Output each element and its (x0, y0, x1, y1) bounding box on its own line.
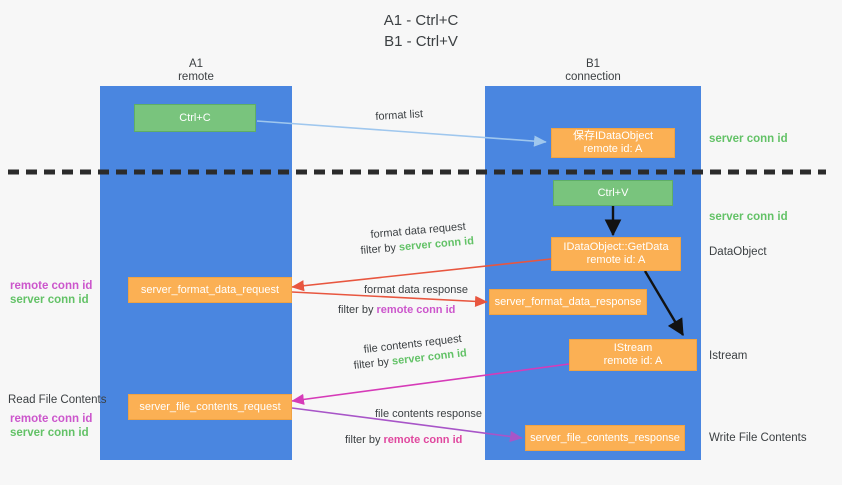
lane-header-a1-name: A1 (188, 58, 204, 70)
lane-header-a1-subtitle: remote (178, 71, 214, 83)
arrow-file-contents-request (291, 363, 570, 405)
diagram-title: A1 - Ctrl+C B1 - Ctrl+V (383, 12, 459, 50)
filter-prefix: filter by (338, 304, 377, 316)
right-label-server-conn-id-1: server conn id (709, 133, 788, 145)
box-ctrl-v[interactable]: Ctrl+V (553, 180, 673, 206)
arrow-format-data-request (291, 258, 552, 292)
left-label-remote-conn-id-2: remote conn id (10, 413, 93, 425)
edge-label-file-contents-response-filter: filter by remote conn id (345, 433, 462, 448)
edge-label-format-data-response-filter: filter by remote conn id (338, 303, 455, 318)
arrow-getdata-to-istream (643, 270, 685, 337)
filter-value-remote-conn-id: remote conn id (376, 304, 456, 316)
left-label-read-file-contents: Read File Contents (8, 394, 107, 406)
arrow-format-data-response (291, 291, 488, 307)
right-label-istream: Istream (709, 350, 748, 362)
lane-header-b1-name: B1 (585, 58, 601, 70)
arrow-format-list (256, 120, 547, 147)
box-server-format-data-request-label: server_format_data_request (140, 283, 280, 296)
edge-label-format-data-response: format data response (364, 284, 468, 296)
box-getdata[interactable]: IDataObject::GetData remote id: A (551, 237, 681, 271)
box-server-file-contents-request[interactable]: server_file_contents_request (128, 394, 292, 420)
box-save-idataobject[interactable]: 保存IDataObject remote id: A (551, 128, 675, 158)
box-getdata-line1: IDataObject::GetData (563, 241, 669, 253)
left-label-conn-ids-1: remote conn id server conn id (10, 279, 92, 307)
arrow-file-contents-response (291, 407, 523, 443)
box-server-format-data-request[interactable]: server_format_data_request (128, 277, 292, 303)
box-istream-line2: remote id: A (603, 355, 663, 367)
box-getdata-line2: remote id: A (586, 254, 646, 266)
box-server-file-contents-response[interactable]: server_file_contents_response (525, 425, 685, 451)
filter-prefix: filter by (353, 355, 393, 372)
box-server-format-data-response-label: server_format_data_response (494, 295, 642, 308)
right-label-server-conn-id-2: server conn id (709, 211, 788, 223)
box-save-idataobject-line2: remote id: A (583, 143, 643, 155)
left-label-server-conn-id-2: server conn id (10, 427, 89, 439)
lane-header-b1: B1 connection (485, 58, 701, 84)
right-label-dataobject: DataObject (709, 246, 767, 258)
right-label-write-file-contents: Write File Contents (709, 432, 807, 444)
lane-header-b1-subtitle: connection (565, 71, 621, 83)
edge-label-format-list: format list (375, 108, 424, 123)
left-label-remote-conn-id-1: remote conn id (10, 280, 93, 292)
box-save-idataobject-line1: 保存IDataObject (572, 130, 654, 142)
filter-prefix: filter by (345, 434, 384, 446)
box-server-format-data-response[interactable]: server_format_data_response (489, 289, 647, 315)
box-server-file-contents-response-label: server_file_contents_response (530, 431, 680, 444)
box-ctrl-c-label: Ctrl+C (179, 111, 211, 124)
lane-header-a1: A1 remote (100, 58, 292, 84)
box-istream[interactable]: IStream remote id: A (569, 339, 697, 371)
box-istream-line1: IStream (613, 342, 653, 354)
box-ctrl-c[interactable]: Ctrl+C (134, 104, 256, 132)
edge-label-file-contents-response: file contents response (375, 408, 483, 420)
filter-prefix: filter by (360, 241, 400, 257)
filter-value-remote-conn-id: remote conn id (383, 434, 463, 446)
left-label-conn-ids-2: remote conn id server conn id (10, 412, 92, 440)
left-label-server-conn-id-1: server conn id (10, 294, 89, 306)
box-server-file-contents-request-label: server_file_contents_request (139, 400, 281, 413)
box-ctrl-v-label: Ctrl+V (597, 186, 629, 199)
